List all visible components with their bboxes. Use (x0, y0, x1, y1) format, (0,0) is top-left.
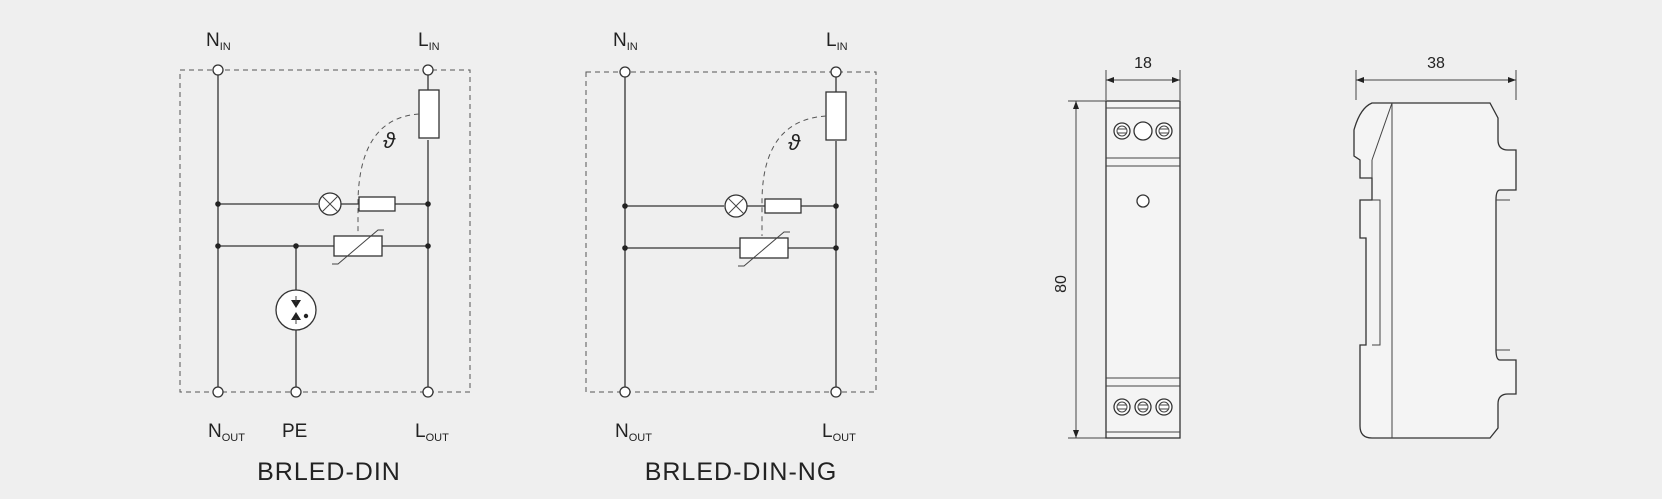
gdt-arrow-up (291, 312, 301, 320)
depth-label: 38 (1427, 55, 1445, 72)
junction (833, 203, 839, 209)
height-label: 80 (1053, 275, 1070, 293)
indicator-resistor (764, 198, 802, 214)
height-arrow-top (1073, 101, 1079, 109)
circuit-diagram-brled-din-ng: ϑ NIN LIN NOUT LOUT BRLED-DIN-NG (585, 30, 877, 486)
gdt-dot (303, 313, 309, 319)
terminal-n-out (619, 386, 631, 398)
enclosure-outline (585, 71, 877, 393)
label-n-out: NOUT (208, 421, 245, 444)
circuit-diagram-brled-din: ϑ NIN LIN (179, 30, 471, 486)
terminal-l-out (422, 386, 434, 398)
label-pe: PE (282, 421, 307, 442)
junction (833, 245, 839, 251)
side-front-bevel (1371, 102, 1393, 161)
indicator-led (1136, 194, 1150, 208)
width-label: 18 (1134, 55, 1152, 72)
label-l-in: LIN (418, 30, 440, 53)
depth-arrow-right (1508, 77, 1516, 83)
width-arrow-right (1172, 77, 1180, 83)
junction (425, 201, 431, 207)
varistor (739, 237, 789, 259)
label-l-out: LOUT (822, 421, 856, 444)
screw-terminal (1134, 398, 1152, 416)
thermal-symbol: ϑ (788, 130, 801, 155)
junction (622, 245, 628, 251)
terminal-l-in (830, 66, 842, 78)
gdt-arrow-down (291, 300, 301, 308)
module-body (1105, 100, 1181, 439)
enclosure-outline (179, 69, 471, 393)
label-l-in: LIN (826, 30, 848, 53)
thermal-symbol: ϑ (383, 128, 396, 153)
terminal-l-in (422, 64, 434, 76)
diagram-title: BRLED-DIN (257, 458, 401, 486)
indicator-resistor (358, 196, 396, 212)
label-n-in: NIN (613, 30, 638, 53)
height-arrow-bottom (1073, 430, 1079, 438)
junction (215, 243, 221, 249)
junction (425, 243, 431, 249)
thermal-coupling-line (357, 113, 420, 234)
junction (215, 201, 221, 207)
terminal-l-out (830, 386, 842, 398)
side-rail-clip (1372, 199, 1381, 346)
label-n-out: NOUT (615, 421, 652, 444)
label-n-in: NIN (206, 30, 231, 53)
lamp-cross-b (321, 195, 339, 213)
varistor-slash (332, 229, 384, 265)
depth-arrow-left (1356, 77, 1364, 83)
terminal-pe (290, 386, 302, 398)
terminal-n-in (212, 64, 224, 76)
screw-terminal (1155, 398, 1173, 416)
front-view-drawing: 18 80 (1053, 55, 1181, 439)
junction (293, 243, 299, 249)
fuse (825, 91, 847, 141)
junction (622, 203, 628, 209)
varistor (333, 235, 383, 257)
varistor-slash (738, 231, 790, 267)
screw-terminal (1113, 398, 1131, 416)
side-profile-outline (1353, 102, 1517, 439)
screw-terminal (1113, 122, 1131, 140)
status-window (1133, 121, 1153, 141)
diagram-title: BRLED-DIN-NG (645, 458, 838, 486)
screw-terminal (1155, 122, 1173, 140)
side-view-drawing: 38 (1353, 55, 1517, 439)
width-arrow-left (1106, 77, 1114, 83)
terminal-n-in (619, 66, 631, 78)
label-l-out: LOUT (415, 421, 449, 444)
fuse (418, 89, 440, 139)
terminal-n-out (212, 386, 224, 398)
lamp-cross-b (727, 197, 745, 215)
thermal-coupling-line (761, 115, 827, 236)
